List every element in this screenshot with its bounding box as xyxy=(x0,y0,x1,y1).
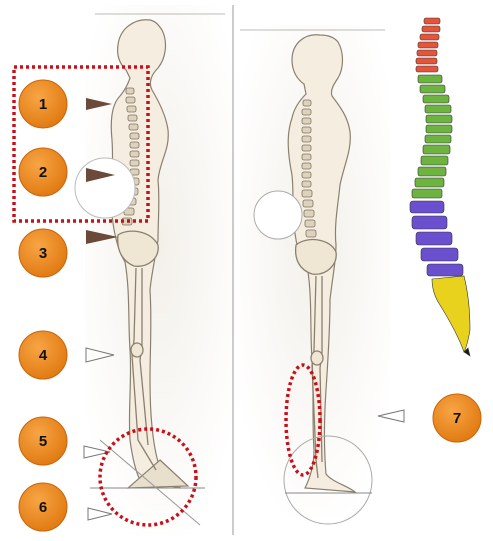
arrow-4 xyxy=(85,347,115,363)
marker-label-6: 6 xyxy=(39,499,47,516)
colored-spine-illustration xyxy=(409,17,471,357)
cervical-section xyxy=(415,17,441,73)
arrow-2 xyxy=(86,168,115,182)
coccyx-tip xyxy=(463,347,471,357)
marker-label-7: 7 xyxy=(453,410,461,427)
left-bones xyxy=(117,230,159,471)
marker-label-1: 1 xyxy=(39,96,47,113)
arrow-5 xyxy=(83,445,111,459)
right-spine xyxy=(301,99,317,238)
left-panel-bg xyxy=(85,5,235,535)
marker-badge-7: 7 xyxy=(432,393,482,443)
leg-highlight-ellipse xyxy=(284,363,322,477)
pointer-arrows xyxy=(83,98,405,521)
right-bones xyxy=(294,238,337,479)
marker-label-2: 2 xyxy=(39,164,47,181)
arrow-3 xyxy=(86,230,118,244)
marker-badge-6: 6 xyxy=(18,482,68,532)
marker-label-5: 5 xyxy=(39,433,47,450)
left-belly-circle xyxy=(74,157,136,219)
arrow-1 xyxy=(86,98,112,110)
marker-badge-1: 1 xyxy=(18,79,68,129)
thoracic-section xyxy=(411,74,453,199)
sacrum-section xyxy=(431,275,471,353)
marker-label-4: 4 xyxy=(39,347,48,364)
lumbar-section xyxy=(409,200,464,277)
marker-badge-3: 3 xyxy=(18,228,68,278)
marker-badge-4: 4 xyxy=(18,330,68,380)
heel-highlight-circle xyxy=(98,427,198,527)
marker-badge-5: 5 xyxy=(18,416,68,466)
spine-highlight-box xyxy=(12,65,150,223)
right-foot-circle xyxy=(283,435,373,525)
marker-label-3: 3 xyxy=(39,245,47,262)
arrow-7 xyxy=(377,409,405,423)
marker-badge-2: 2 xyxy=(18,147,68,197)
arrow-6 xyxy=(87,507,113,521)
right-hip-circle xyxy=(253,190,303,240)
